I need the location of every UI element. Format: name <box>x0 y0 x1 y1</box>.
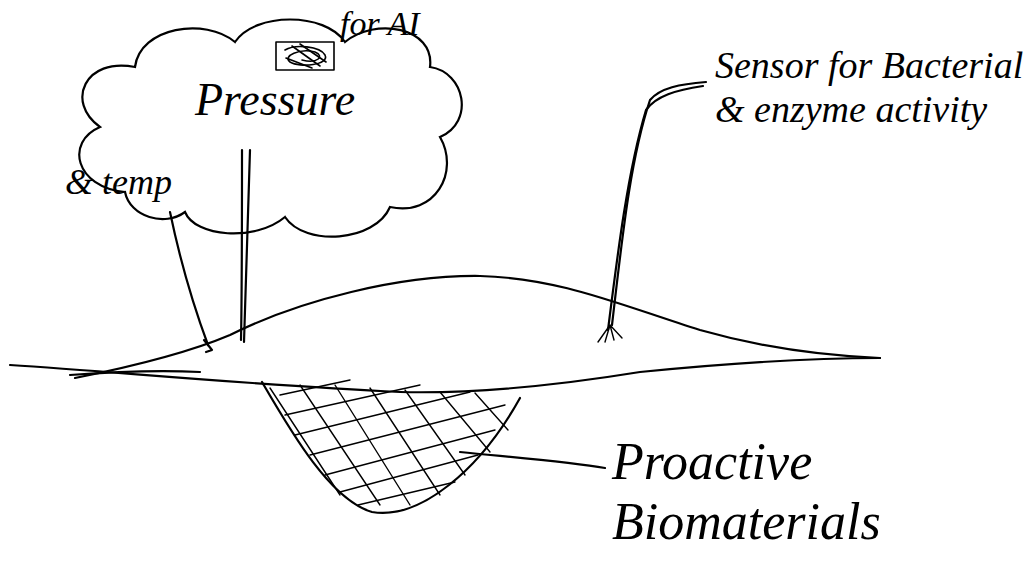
hatching <box>270 380 508 505</box>
probe-tip <box>204 340 212 352</box>
node-text: Pressure <box>195 74 425 127</box>
pressure-probe-line <box>244 150 250 342</box>
biomaterial-bowl <box>262 382 520 513</box>
leader-line <box>460 452 605 468</box>
cloud-node: Pressure& tempfor AI <box>55 12 445 244</box>
temp-probe-line <box>170 212 208 345</box>
skin-mound <box>75 276 880 378</box>
node-text: for AI <box>340 4 460 43</box>
cloud-outline <box>55 12 445 244</box>
cloud-shape <box>79 20 461 237</box>
sensor-lead-2 <box>608 86 703 330</box>
sensor-roots <box>598 325 622 342</box>
node-text: & temp <box>65 162 215 203</box>
callout-label: Proactive Biomaterials <box>612 432 942 552</box>
callout-label: Sensor for Bacterial & enzyme activity <box>715 44 1035 131</box>
ai-chip <box>276 42 334 70</box>
pressure-probe-line-2 <box>241 150 242 340</box>
